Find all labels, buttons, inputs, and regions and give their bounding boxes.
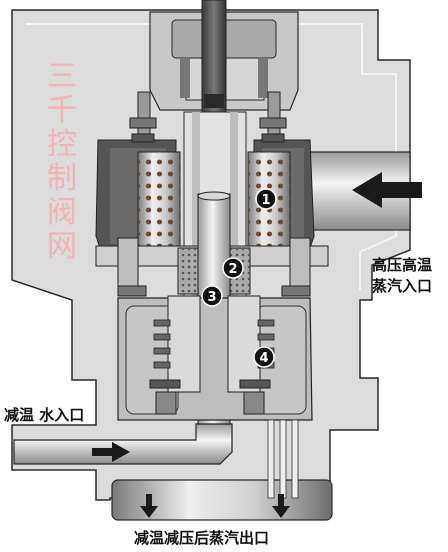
water-inlet-arrow bbox=[92, 442, 130, 462]
upper-bolt-left bbox=[129, 91, 157, 143]
marker-1: 1 bbox=[255, 188, 277, 210]
steam-inlet-arrow bbox=[352, 172, 422, 208]
outlet-label: 减温减压后蒸汽出口 bbox=[134, 529, 270, 547]
watermark-char: 阀 bbox=[47, 195, 77, 230]
steam-inlet-label-line2: 蒸汽入口 bbox=[372, 277, 433, 295]
marker-4-text: 4 bbox=[259, 351, 268, 366]
seal-rings-left bbox=[153, 319, 171, 369]
water-inlet-label: 减温 水入口 bbox=[4, 406, 85, 424]
watermark-char: 控 bbox=[47, 127, 77, 162]
marker-4: 4 bbox=[253, 346, 275, 368]
upper-bolt-right bbox=[259, 91, 287, 143]
watermark-char: 网 bbox=[47, 229, 77, 264]
steam-inlet-label-line1: 高压高温 bbox=[372, 256, 433, 274]
marker-3-text: 3 bbox=[207, 290, 216, 305]
watermark-char: 三 bbox=[47, 59, 77, 94]
marker-3: 3 bbox=[201, 285, 223, 307]
marker-2-text: 2 bbox=[228, 262, 237, 277]
marker-2: 2 bbox=[222, 257, 244, 279]
outlet-arrow-left bbox=[140, 494, 158, 518]
lower-sleeve-right bbox=[227, 295, 261, 393]
outlet-arrow-right bbox=[272, 494, 290, 518]
water-inlet-pipe bbox=[13, 423, 233, 465]
marker-1-text: 1 bbox=[261, 193, 270, 208]
outlet-chamber bbox=[111, 479, 333, 521]
watermark-char: 制 bbox=[47, 161, 77, 196]
watermark: 三 千 控 制 阀 网 bbox=[42, 60, 82, 264]
lower-sleeve-left bbox=[167, 295, 201, 393]
valve-stem bbox=[201, 0, 227, 131]
watermark-char: 千 bbox=[47, 93, 77, 128]
